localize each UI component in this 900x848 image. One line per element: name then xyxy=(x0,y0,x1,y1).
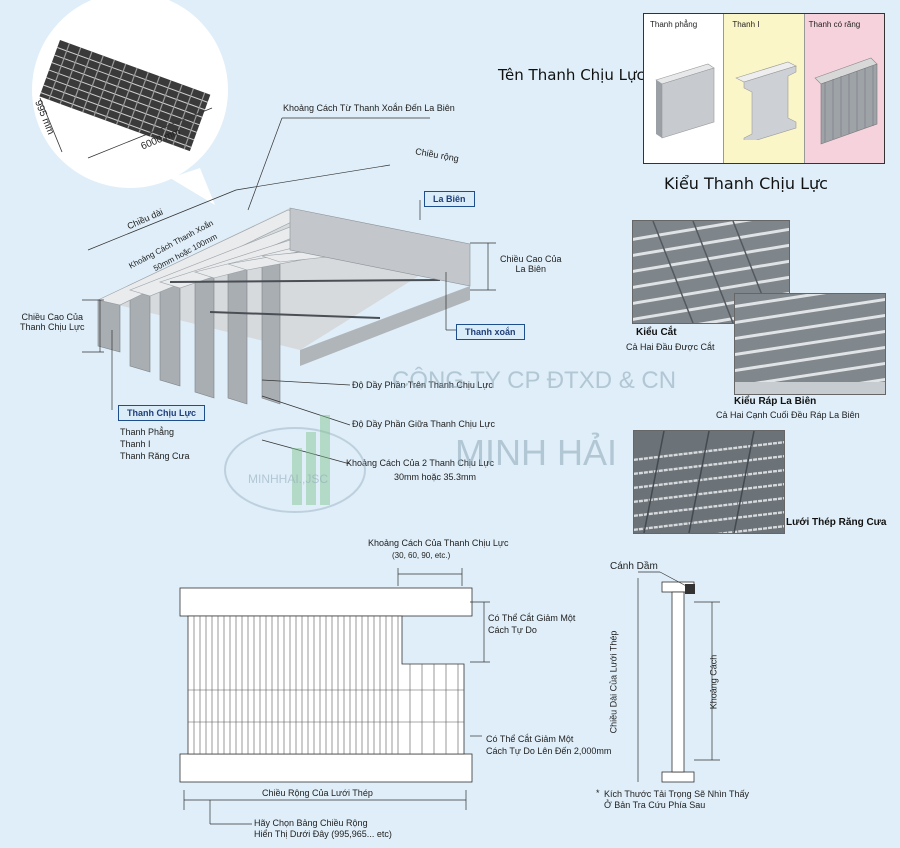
tag-thanh-chiu-luc: Thanh Chịu Lực xyxy=(118,405,206,421)
bar-types-box: Thanh phẳng Thanh I Thanh có răng xyxy=(643,13,885,164)
serrated-bar-icon xyxy=(814,57,878,145)
watermark-company-line: CÔNG TY CP ĐTXD & CN xyxy=(392,367,677,394)
tag-la-bien: La Biên xyxy=(424,191,475,207)
plan-choose-width-label: Hãy Chọn Bảng Chiều Rộng Hiển Thị Dưới Đ… xyxy=(254,818,392,839)
section-note: Kích Thước Tải Trọng Sẽ Nhìn Thấy Ở Bản … xyxy=(604,789,749,810)
style-cut-desc: Cả Hai Đầu Được Cắt xyxy=(626,342,715,352)
section-flange-label: Cánh Dầm xyxy=(610,561,658,572)
label-mid-thickness: Độ Dầy Phần Giữa Thanh Chịu Lực xyxy=(352,419,495,429)
watermark-brand: MINH HẢI xyxy=(455,432,617,473)
label-top-thickness: Độ Dầy Phần Trên Thanh Chịu Lực xyxy=(352,380,493,390)
leader-lines xyxy=(82,117,496,465)
section-note-mark: * xyxy=(596,788,600,798)
section-grating-length-label: Chiều Dài Của Lưới Thép xyxy=(608,630,619,734)
label-bar-spacing-values: 30mm hoặc 35.3mm xyxy=(394,472,477,482)
photo-serrated-grating xyxy=(633,430,785,534)
plan-bar-pitch-values: (30, 60, 90, etc.) xyxy=(392,551,451,560)
watermark-logo-text: MINHHAI.,JSC xyxy=(248,472,329,486)
style-edge-title: Kiểu Ráp La Biên xyxy=(734,396,817,407)
plan-view-drawing xyxy=(179,568,490,825)
grating-body xyxy=(97,207,471,405)
flange-marker xyxy=(685,584,695,594)
bar-type-serrated-label: Thanh có răng xyxy=(808,20,861,29)
bar-types-caption: Kiểu Thanh Chịu Lực xyxy=(664,174,828,193)
section-view-drawing xyxy=(637,571,720,783)
inset-grating-photo xyxy=(32,0,228,205)
label-bar-type-list: Thanh Phẳng Thanh I Thanh Răng Cưa xyxy=(120,427,190,461)
style-serrated-title: Lưới Thép Răng Cưa xyxy=(786,517,887,528)
plan-cut-free-label: Có Thể Cắt Giảm Một Cách Tự Do xyxy=(488,613,576,635)
bar-types-title: Tên Thanh Chịu Lực xyxy=(498,66,645,84)
style-edge-desc: Cả Hai Cạnh Cuối Đều Ráp La Biên xyxy=(716,410,860,420)
plan-cut-free-2000-label: Có Thể Cắt Giảm Một Cách Tự Do Lên Đến 2… xyxy=(486,734,612,756)
flat-bar-icon xyxy=(655,63,715,139)
plan-grating-width-label: Chiều Rộng Của Lưới Thép xyxy=(262,788,373,798)
tag-thanh-xoan: Thanh xoắn xyxy=(456,324,525,340)
i-bar-icon xyxy=(735,61,798,140)
label-edge-height: Chiều Cao Của La Biên xyxy=(500,254,562,274)
photo-edge-style xyxy=(734,293,886,395)
bar-type-i-column: Thanh I xyxy=(724,14,805,163)
grating-isometric-drawing xyxy=(32,0,496,465)
style-cut-title: Kiểu Cắt xyxy=(636,327,677,338)
label-twist-to-edge-spacing: Khoảng Cách Từ Thanh Xoắn Đến La Biên xyxy=(283,103,455,113)
bar-type-flat-label: Thanh phẳng xyxy=(650,20,698,29)
label-bar-spacing: Khoảng Cách Của 2 Thanh Chịu Lực xyxy=(346,458,494,468)
plan-bar-pitch-label: Khoảng Cách Của Thanh Chịu Lực xyxy=(368,538,509,548)
section-spacing-label: Khoảng Cách xyxy=(708,654,719,710)
label-bar-height: Chiều Cao Của Thanh Chịu Lực xyxy=(20,312,85,332)
bar-type-flat-column: Thanh phẳng xyxy=(644,14,725,163)
bar-type-serrated-column: Thanh có răng xyxy=(804,14,884,163)
watermark-logo xyxy=(224,415,366,513)
bar-type-i-label: Thanh I xyxy=(732,20,760,29)
